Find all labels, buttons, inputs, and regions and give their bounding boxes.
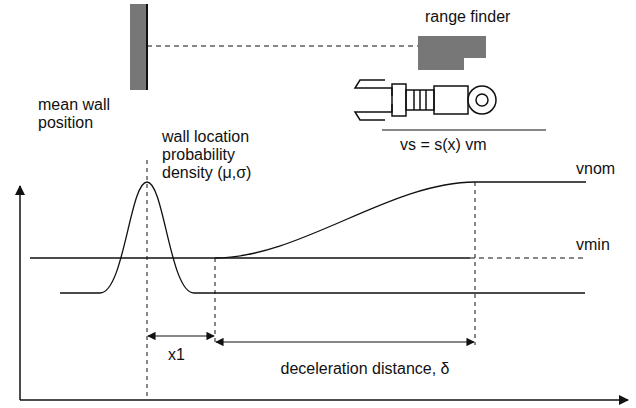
robot-gripper <box>355 80 496 120</box>
level-label: vnom <box>576 160 632 178</box>
range-finder-body <box>418 36 486 58</box>
axis-note: mean wall position <box>38 96 142 132</box>
dimension-label: x1 <box>168 346 198 364</box>
y-axis <box>19 186 21 400</box>
speed-profile <box>215 182 586 258</box>
range-beam <box>147 45 418 46</box>
probability-curve <box>60 182 585 293</box>
x-axis <box>20 399 628 401</box>
dimension-label: deceleration distance, δ <box>280 360 450 378</box>
speed-formula: vs = s(x) vm <box>400 136 560 154</box>
x1-dimension <box>148 335 214 336</box>
device-label: range finder <box>425 8 545 26</box>
deceleration-dimension <box>216 341 474 342</box>
wall <box>130 4 146 90</box>
level-label: vmin <box>576 236 632 254</box>
curve-label: wall location probability density (μ,σ) <box>160 128 282 182</box>
